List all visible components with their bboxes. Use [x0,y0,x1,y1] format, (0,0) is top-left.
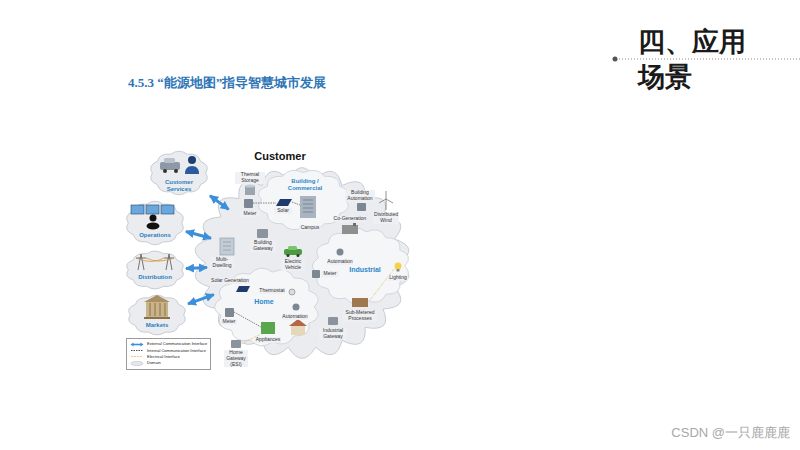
watermark: CSDN @一只鹿鹿鹿 [640,425,790,441]
section-marker [619,59,800,60]
component-label: Solar Generation [210,278,250,284]
domain-cloud: Distribution [124,250,186,290]
sub-domain-cloud: Industrial [310,226,412,306]
domain-cloud: Customer Services [148,150,210,196]
cloud-shape [129,295,186,335]
domain-cloud: Markets [126,294,188,336]
domain-name: Distribution [128,274,182,281]
legend-row: Domain [130,360,207,366]
legend-sample [131,342,134,346]
cloud-outline [124,250,186,290]
domain-cloud: CustomerBuilding / CommercialIndustrialH… [190,150,414,362]
legend-sample [130,348,144,353]
component-label: Automation [282,314,308,320]
cloud-outline [255,168,352,232]
legend-sample [130,361,144,366]
component-label: Meter [221,319,237,325]
legend-sample [131,356,143,357]
legend-text: Internal Communication Interface [147,349,206,353]
legend-sample [133,343,141,345]
legend-box: External Communication InterfaceInternal… [126,338,211,370]
legend-text: Domain [147,361,161,365]
domain-name: Home [250,298,278,306]
cloud-shape [127,251,184,289]
domain-cloud: Operations [124,200,186,246]
legend-row: External Communication Interface [130,341,207,347]
component-label: Appliances [255,337,281,343]
component-label: Distributed Wind [373,212,399,224]
component-label: Multi-Dwelling [210,257,234,269]
component-label: Sub-Metered Processes [343,310,377,322]
legend-row: Electrical Interface [130,354,207,360]
component-label: Electric Vehicle [281,259,305,271]
domain-name: Customer Services [154,179,204,193]
cloud-shape [195,168,409,359]
legend-text: External Communication Interface [147,342,207,346]
cloud-shape [151,151,208,195]
component-label: Industrial Gateway [319,328,347,340]
cloud-outline [124,200,186,246]
component-label: Campus [299,225,321,231]
legend-text: Electrical Interface [147,355,180,359]
domain-heading: Customer [238,150,322,163]
domain-name: Industrial [343,266,387,274]
component-label: Solar [274,208,292,214]
cloud-shape [127,201,184,245]
section-marker [613,57,800,62]
component-label: Thermal Storage [235,172,265,184]
legend-sample [131,361,143,365]
legend-sample [131,350,143,351]
legend-row: Internal Communication Interface [130,347,207,353]
component-label: Automation [327,259,353,265]
slide-title: 4.5.3 “能源地图”指导智慧城市发展 [128,74,326,92]
domain-name: Operations [128,232,182,239]
sub-domain-cloud: Building / Commercial [255,168,352,232]
legend-sample [130,354,144,359]
domain-name: Building / Commercial [283,178,327,192]
component-label: Meter [321,271,339,277]
legend-sample [130,342,144,347]
component-label: Home Gateway (ESI) [224,350,248,367]
cloud-shape [312,228,408,304]
gateway-icon [231,340,241,348]
component-label: Building Gateway [250,240,276,252]
legend-sample [141,342,144,346]
domain-name: Markets [130,322,184,329]
component-label: Meter [240,211,260,217]
section-marker [613,57,618,62]
cloud-outline [126,294,188,336]
component-label: Building Automation [345,190,375,202]
component-label: Co-Generation [333,216,367,222]
section-heading: 四、应用场景 [638,25,766,95]
component-label: Thermostat [259,288,285,294]
component-label: Lighting [388,275,408,281]
